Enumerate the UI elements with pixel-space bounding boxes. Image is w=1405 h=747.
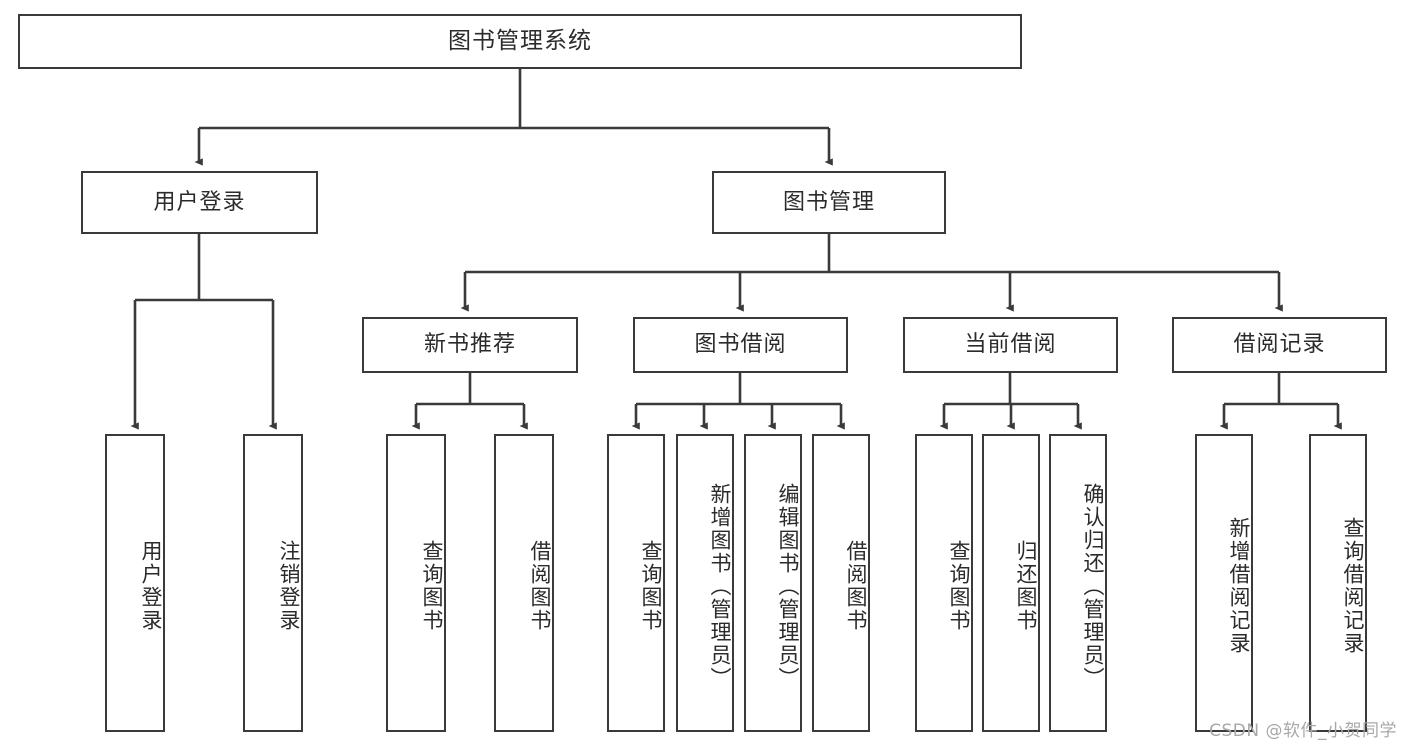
leaf-label: 归还图书 <box>1014 540 1038 632</box>
node-root-system[interactable]: 图书管理系统 <box>18 14 1022 69</box>
leaf-logout-login[interactable]: 注销登录 <box>243 434 303 732</box>
leaf-query-book-recommend[interactable]: 查询图书 <box>386 434 446 732</box>
leaf-label: 查询图书 <box>420 540 444 632</box>
leaf-label: 用户登录 <box>139 540 163 632</box>
leaf-confirm-return-admin[interactable]: 确认归还（管理员） <box>1049 434 1107 732</box>
node-user-login[interactable]: 用户登录 <box>81 171 318 234</box>
leaf-borrow-book[interactable]: 借阅图书 <box>812 434 870 732</box>
leaf-label: 新增借阅记录 <box>1227 517 1251 655</box>
watermark-text: CSDN @软件_小贺同学 <box>1209 721 1397 741</box>
node-new-book-recommend[interactable]: 新书推荐 <box>362 317 578 373</box>
node-book-borrow[interactable]: 图书借阅 <box>633 317 848 373</box>
node-book-management[interactable]: 图书管理 <box>712 171 946 234</box>
leaf-label: 注销登录 <box>277 540 301 632</box>
leaf-edit-book-admin[interactable]: 编辑图书（管理员） <box>744 434 802 732</box>
leaf-query-book-borrow[interactable]: 查询图书 <box>607 434 665 732</box>
leaf-label: 查询图书 <box>639 540 663 632</box>
leaf-borrow-book-recommend[interactable]: 借阅图书 <box>494 434 554 732</box>
node-current-borrow[interactable]: 当前借阅 <box>903 317 1118 373</box>
leaf-label: 新增图书（管理员） <box>708 482 732 690</box>
leaf-label: 借阅图书 <box>844 540 868 632</box>
leaf-user-login[interactable]: 用户登录 <box>105 434 165 732</box>
leaf-add-borrow-record[interactable]: 新增借阅记录 <box>1195 434 1253 732</box>
leaf-query-borrow-record[interactable]: 查询借阅记录 <box>1309 434 1367 732</box>
leaf-return-book[interactable]: 归还图书 <box>982 434 1040 732</box>
leaf-label: 查询借阅记录 <box>1341 517 1365 655</box>
leaf-add-book-admin[interactable]: 新增图书（管理员） <box>676 434 734 732</box>
node-borrow-record[interactable]: 借阅记录 <box>1172 317 1387 373</box>
leaf-label: 借阅图书 <box>528 540 552 632</box>
leaf-query-book-current[interactable]: 查询图书 <box>915 434 973 732</box>
leaf-label: 确认归还（管理员） <box>1081 482 1105 690</box>
leaf-label: 编辑图书（管理员） <box>776 482 800 690</box>
leaf-label: 查询图书 <box>947 540 971 632</box>
